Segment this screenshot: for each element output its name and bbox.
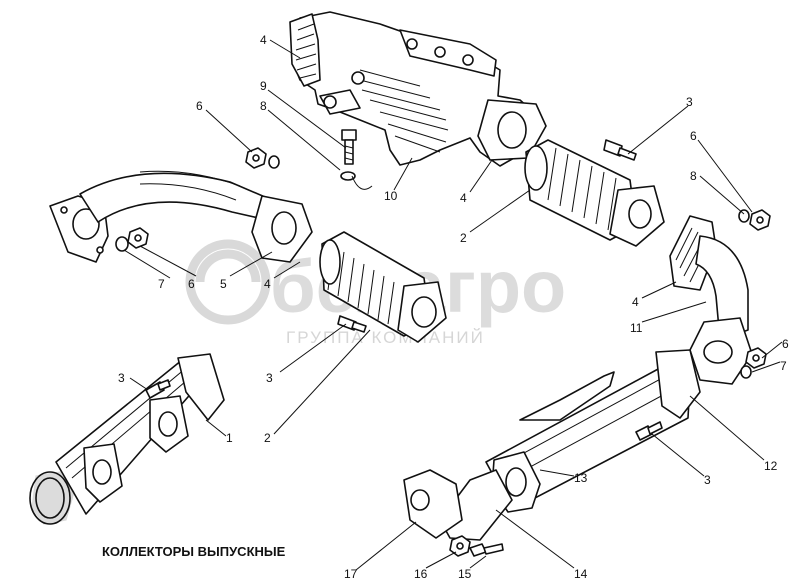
callout-14: 14 <box>574 567 588 581</box>
manifold-pipe-1 <box>29 353 225 525</box>
bellows-2-right <box>524 139 665 247</box>
callout-8-left: 8 <box>260 99 267 113</box>
bolt-3-top <box>603 139 637 161</box>
callout-3-top: 3 <box>686 95 693 109</box>
bolt-3-mid <box>337 315 367 333</box>
callout-numbers: 4 9 8 6 10 4 2 3 6 8 7 6 5 4 4 11 6 7 3 … <box>118 33 789 581</box>
washer-8-left <box>268 155 280 169</box>
nut-6-right <box>749 209 771 231</box>
manifold-body-top <box>289 11 547 167</box>
callout-13: 13 <box>574 471 588 485</box>
callout-8-right: 8 <box>690 169 697 183</box>
nut-6-mid <box>127 227 149 249</box>
callout-4-r2: 4 <box>632 295 639 309</box>
callout-1: 1 <box>226 431 233 445</box>
callout-17: 17 <box>344 567 358 581</box>
watermark-tagline: ГРУППА КОМПАНИЙ <box>286 328 485 347</box>
callout-2-right: 2 <box>460 231 467 245</box>
callout-12: 12 <box>764 459 778 473</box>
callout-16: 16 <box>414 567 428 581</box>
bolt-3-left <box>145 379 171 399</box>
washer-7-right <box>740 365 752 379</box>
callout-2-mid: 2 <box>264 431 271 445</box>
callout-5: 5 <box>220 277 227 291</box>
bolt-9 <box>341 129 357 165</box>
callout-7-left: 7 <box>158 277 165 291</box>
nut-6-left <box>245 147 267 169</box>
callout-3-low: 3 <box>704 473 711 487</box>
watermark-logo <box>185 239 271 325</box>
callout-15: 15 <box>458 567 472 581</box>
callout-7-right: 7 <box>780 359 787 373</box>
washer-8-right <box>738 209 750 223</box>
callout-4-mid: 4 <box>460 191 467 205</box>
washer-8-top <box>340 171 373 190</box>
nut-6-r2 <box>745 347 767 369</box>
callout-10: 10 <box>384 189 398 203</box>
exhaust-pipe-5 <box>49 170 313 263</box>
callout-6-right: 6 <box>690 129 697 143</box>
callout-6-mid: 6 <box>188 277 195 291</box>
callout-6-left: 6 <box>196 99 203 113</box>
callout-6-r2: 6 <box>782 337 789 351</box>
nut-16 <box>449 535 471 557</box>
callout-3-mid: 3 <box>266 371 273 385</box>
manifold-pipe-12-13 <box>485 349 701 513</box>
callout-9: 9 <box>260 79 267 93</box>
washer-7-left <box>115 236 129 252</box>
callout-11: 11 <box>630 321 643 335</box>
callout-4-top: 4 <box>260 33 267 47</box>
callout-4-left: 4 <box>264 277 271 291</box>
bellows-2-left <box>319 231 447 343</box>
elbow-pipe-11 <box>669 215 753 385</box>
callout-3-left: 3 <box>118 371 125 385</box>
leader-lines <box>123 39 783 571</box>
elbow-14-17 <box>403 469 513 541</box>
diagram-caption: КОЛЛЕКТОРЫ ВЫПУСКНЫЕ <box>102 544 286 559</box>
bolt-15 <box>469 543 504 557</box>
